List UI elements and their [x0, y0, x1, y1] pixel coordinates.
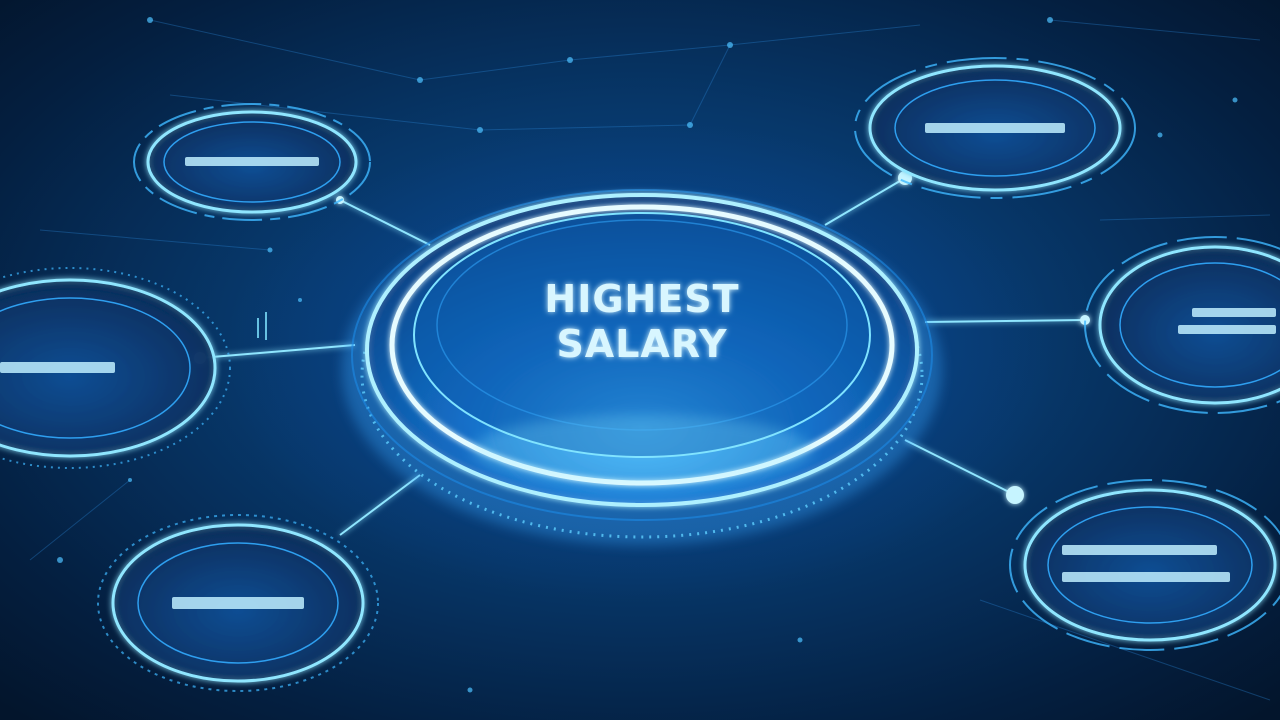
satellite-top-left — [133, 103, 371, 221]
satellite-top-left-label-blurred — [185, 157, 319, 166]
hub-title-line2: SALARY — [556, 322, 727, 366]
background-dots — [57, 17, 1238, 693]
satellite-left — [0, 267, 267, 469]
hub-title-line1: HIGHEST — [544, 277, 739, 321]
satellite-top-right — [854, 57, 1136, 199]
hub-button: HIGHEST SALARY — [342, 189, 942, 545]
connector-lines — [199, 177, 1086, 536]
satellite-left-label-blurred — [0, 362, 115, 373]
satellite-bottom-left — [97, 514, 379, 692]
background-network — [29, 19, 1271, 701]
satellite-right — [1084, 236, 1280, 414]
satellite-top-right-label-blurred — [925, 123, 1065, 133]
satellite-bottom-left-label-blurred — [172, 597, 304, 609]
satellite-bottom-right-label-blurred — [1062, 545, 1230, 582]
satellite-right-label-blurred — [1178, 308, 1276, 334]
satellite-bottom-right — [1009, 479, 1280, 651]
